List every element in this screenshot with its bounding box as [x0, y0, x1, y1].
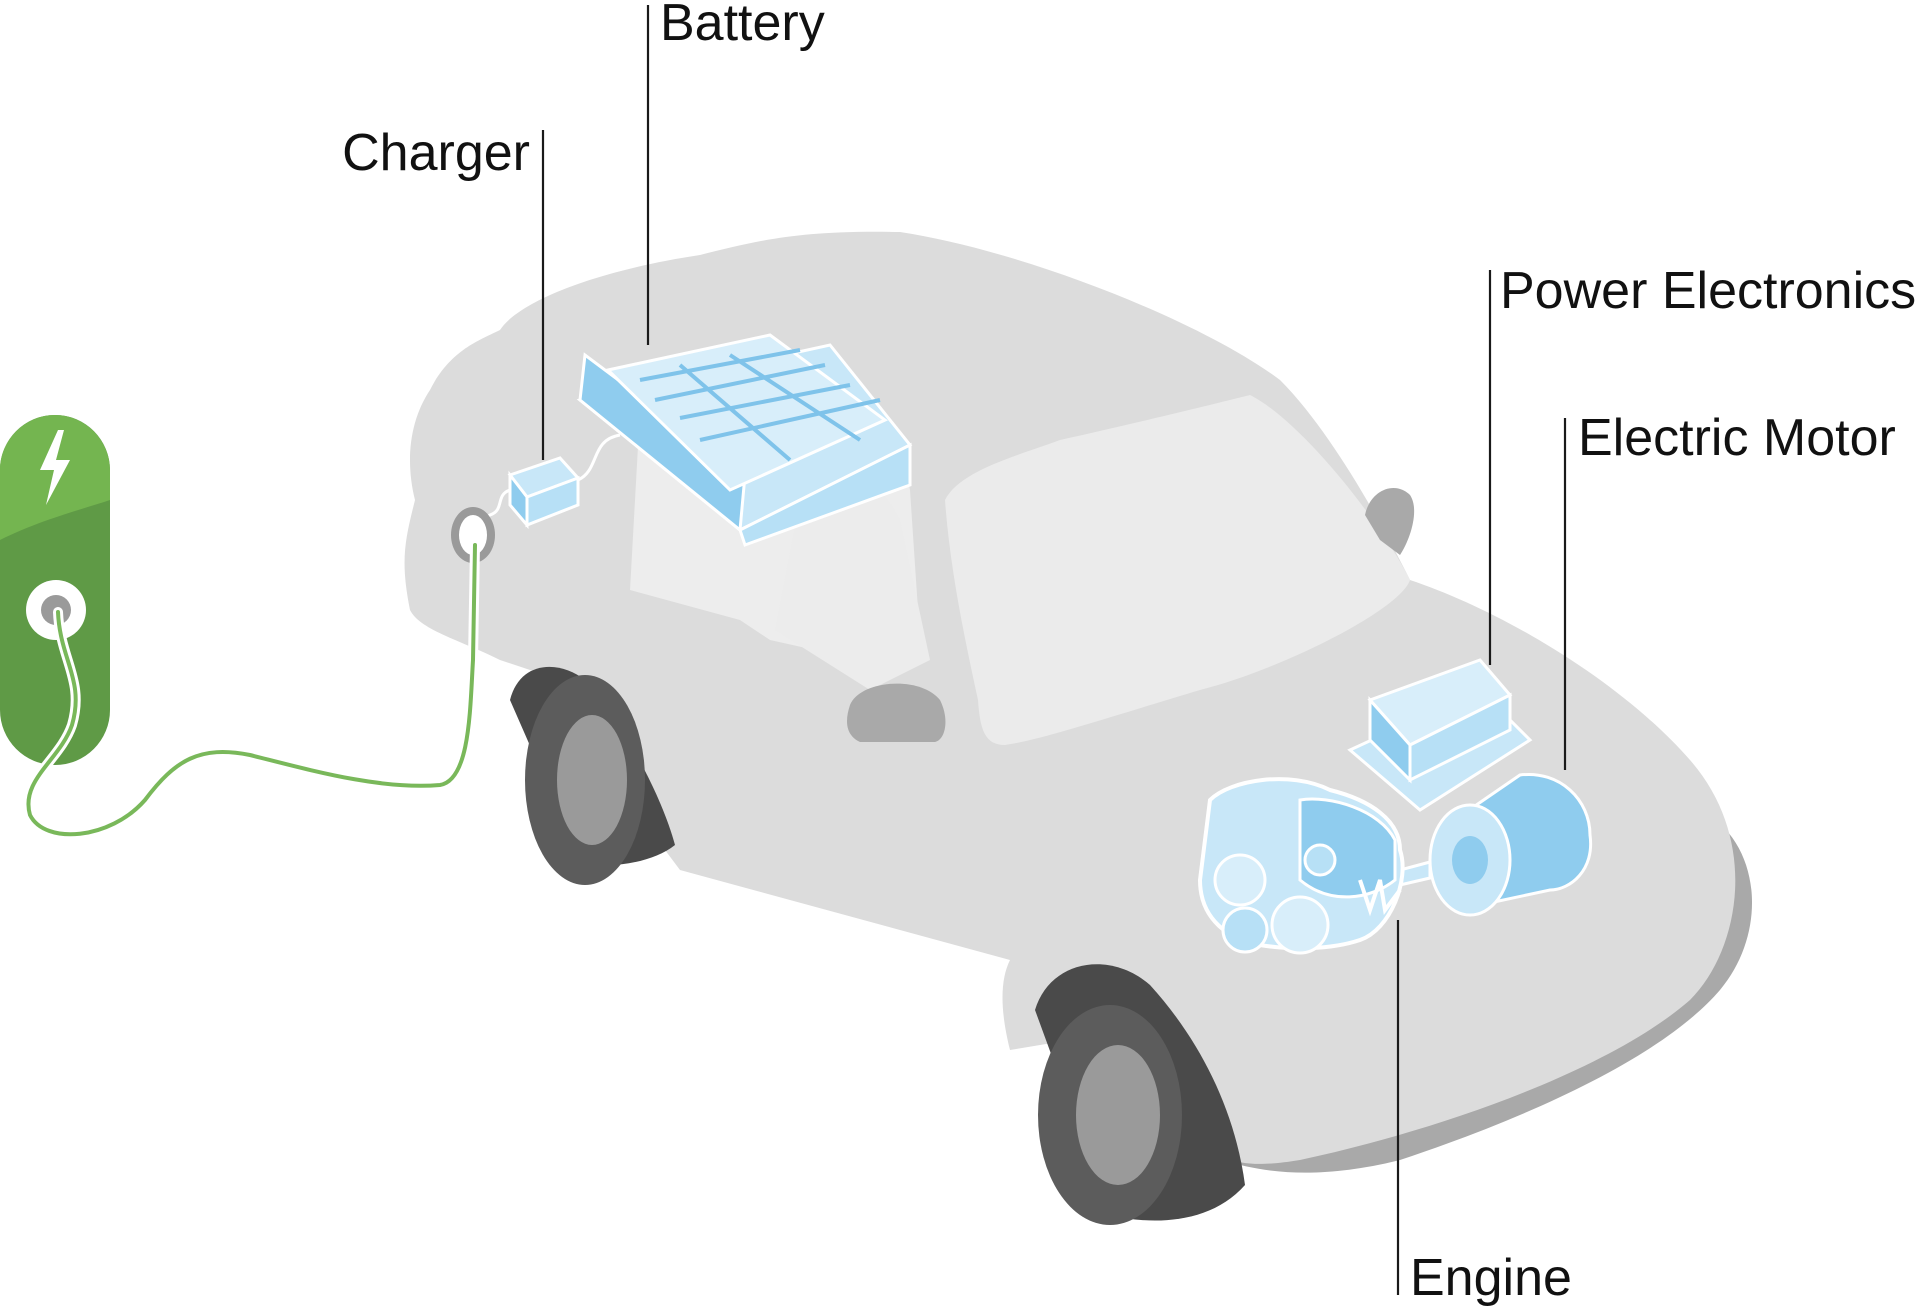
charging-station — [0, 415, 110, 765]
battery-pack — [576, 333, 913, 547]
engine-block — [1197, 777, 1405, 955]
leader-lines — [541, 5, 1567, 1295]
onboard-charger — [476, 433, 621, 537]
battery-label: Battery — [660, 0, 825, 52]
door-handle — [847, 683, 946, 742]
power-electronics-unit — [1347, 658, 1533, 812]
lightning-bolt-icon — [40, 430, 70, 505]
side-mirror — [1365, 487, 1415, 555]
windshield — [945, 395, 1410, 745]
front-wheel — [1035, 964, 1245, 1225]
rear-wheel — [510, 666, 675, 885]
engine-label: Engine — [1410, 1249, 1572, 1307]
charger-label: Charger — [342, 124, 530, 182]
electric-motor-label: Electric Motor — [1578, 409, 1896, 467]
side-window — [775, 482, 930, 690]
electric-motor — [1398, 772, 1593, 917]
power-electronics-label: Power Electronics — [1500, 262, 1916, 320]
